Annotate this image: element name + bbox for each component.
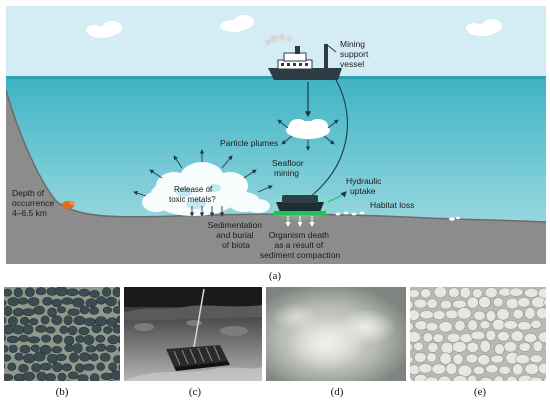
svg-text:Depth of occurrence: Depth of occurrence 4–6.5 km <box>12 188 56 218</box>
depth-label-1: Depth of <box>12 188 45 198</box>
organism-death-label-1: Organism death <box>269 230 330 240</box>
cloud <box>466 19 502 36</box>
photo-b-nodules <box>4 287 120 381</box>
riser-pipe <box>305 79 348 201</box>
seafloor-mining-label-1: Seafloor <box>272 158 304 168</box>
caption-e: (e) <box>473 386 487 398</box>
organism-death-label-3: sediment compaction <box>260 250 341 260</box>
caption-d: (d) <box>330 386 344 398</box>
habitat-nodules <box>335 211 460 221</box>
vessel-label-3: vessel <box>340 59 364 69</box>
particle-plumes-label: Particle plumes <box>220 138 278 148</box>
seafloor-mining-label-2: mining <box>274 168 299 178</box>
cloud <box>220 15 254 32</box>
depth-label-2: occurrence <box>12 198 54 208</box>
tether <box>193 288 205 348</box>
organism-death-label-2: as a result of <box>274 240 323 250</box>
sedimentation-label-1: Sedimentation <box>208 220 263 230</box>
caption-c: (c) <box>188 386 202 398</box>
photo-d-plume <box>266 287 406 381</box>
svg-text:Organism death as a re: Organism death as a result of sediment c… <box>260 230 341 260</box>
smoke <box>265 33 292 45</box>
sedimentation-label-3: of biota <box>222 240 250 250</box>
vessel-label-1: Mining <box>340 39 365 49</box>
seafloor-collector <box>274 195 326 215</box>
svg-text:Hydraulic uptake: Hydraulic uptake <box>346 176 384 196</box>
mining-impact-diagram: Mining support vessel <box>6 6 546 264</box>
caption-b: (b) <box>55 386 69 398</box>
midwater-plume <box>286 119 330 139</box>
vessel-label-2: support <box>340 49 369 59</box>
photo-e-nodules <box>410 287 546 381</box>
depth-label-3: 4–6.5 km <box>12 208 47 218</box>
caption-a: (a) <box>268 270 282 282</box>
hydraulic-uptake-label-1: Hydraulic <box>346 176 382 186</box>
mining-support-vessel <box>268 43 342 80</box>
photo-c-collector <box>124 287 262 381</box>
hydraulic-uptake-label-2: uptake <box>350 186 376 196</box>
habitat-loss-label: Habitat loss <box>370 200 414 210</box>
cloud <box>86 21 122 38</box>
svg-text:Release of toxic metal: Release of toxic metals? <box>169 185 216 204</box>
svg-text:Seafloor mining: Seafloor mining <box>272 158 306 178</box>
collector-vehicle <box>166 345 230 371</box>
svg-text:Mining support ves: Mining support vessel <box>340 39 371 69</box>
toxic-metals-label-2: toxic metals? <box>169 195 216 204</box>
sedimentation-label-2: and burial <box>216 230 253 240</box>
toxic-metals-label-1: Release of <box>174 185 213 194</box>
svg-text:Sedimentation and buri: Sedimentation and burial of biota <box>208 220 265 250</box>
seafloor <box>6 90 546 264</box>
